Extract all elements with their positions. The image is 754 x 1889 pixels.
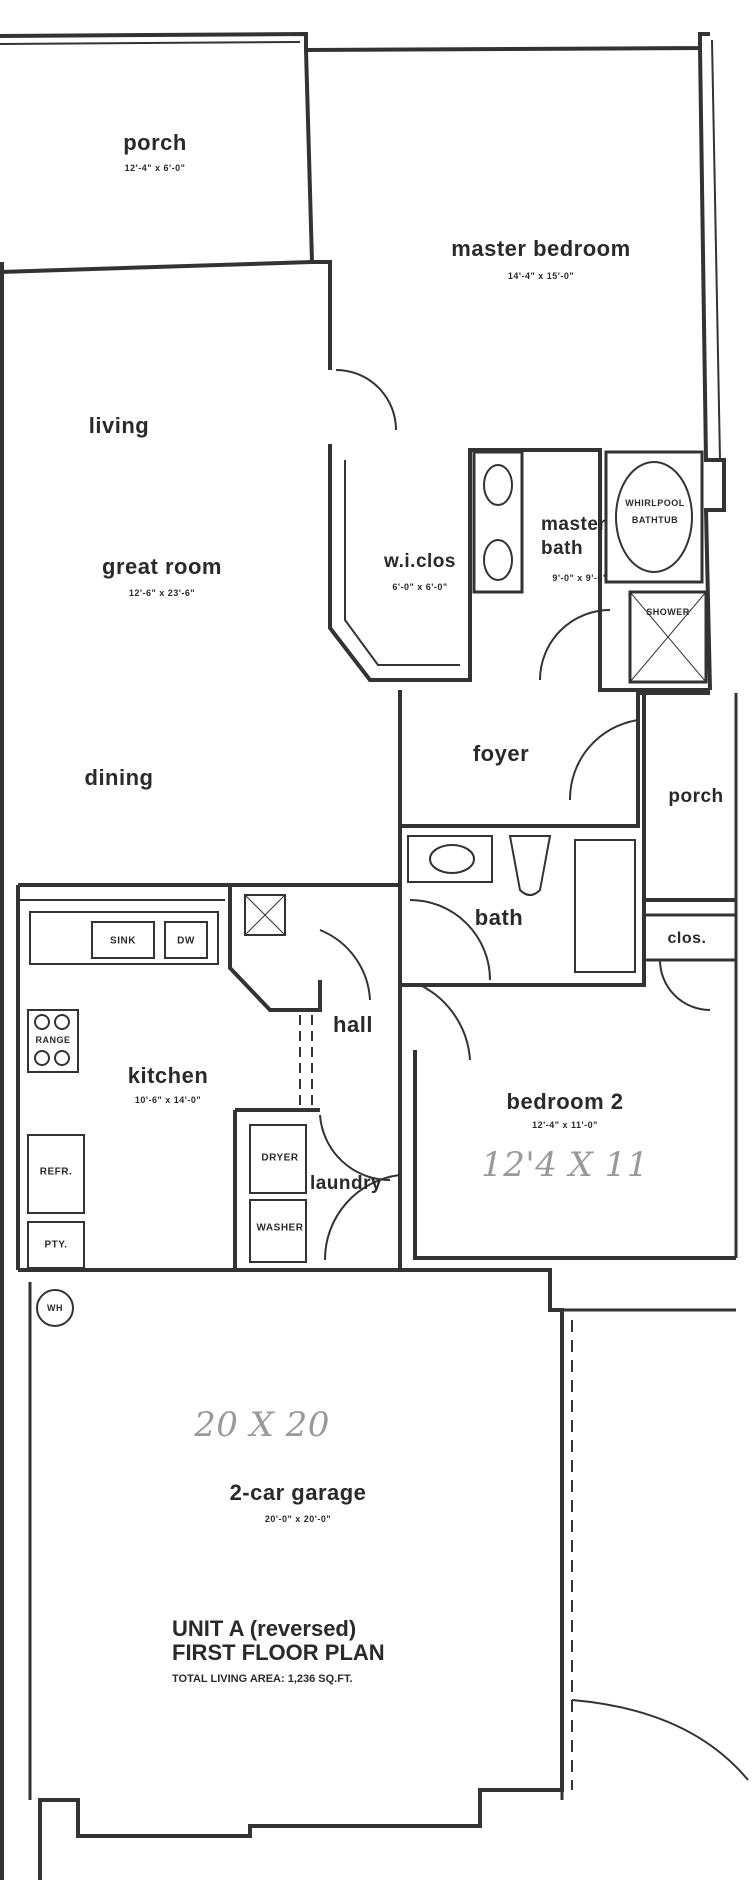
fixture-label-whirlpool: WHIRLPOOL [625, 498, 685, 508]
room-dims-walk-in-closet: 6'-0" x 6'-0" [392, 582, 448, 592]
wall-foyer [398, 690, 710, 828]
room-label-foyer: foyer [472, 741, 530, 766]
dw-box [164, 921, 208, 959]
door-swing [568, 719, 639, 801]
fixture-label-water-heater: WH [47, 1303, 63, 1313]
room-label-kitchen: kitchen [127, 1063, 209, 1088]
washer-box [249, 1199, 307, 1263]
fixture-label-dw: DW [177, 935, 195, 947]
wall-master-left [304, 49, 332, 370]
room-label-master-bedroom: master bedroom [451, 236, 631, 261]
fixture-label-bathtub: BATHTUB [631, 515, 679, 525]
fixture-label-pty: PTY. [44, 1239, 68, 1251]
door-swing [409, 899, 491, 981]
sink-box [91, 921, 155, 959]
door-swing [323, 1174, 401, 1261]
door-swing [539, 609, 611, 681]
plan-total-area: TOTAL LIVING AREA: 1,236 SQ.FT. [172, 1673, 353, 1685]
sink-icon [483, 464, 513, 506]
wall-porch-bottom [0, 260, 313, 274]
shower-stall [628, 590, 708, 684]
wall-master-right [698, 47, 726, 691]
wall-closet [328, 444, 710, 692]
dryer-box [249, 1124, 307, 1194]
fixture-label-shower: SHOWER [646, 607, 690, 617]
room-label-hall: hall [333, 1012, 373, 1037]
toilet [508, 835, 552, 896]
fixture-label-washer: WASHER [256, 1222, 304, 1234]
fixture-label-sink: SINK [110, 935, 136, 947]
room-dims-kitchen: 10'-6" x 14'-0" [134, 1095, 202, 1105]
door-swing [659, 959, 711, 1011]
handwritten-note-bedroom2: 12'4 X 11 [481, 1145, 649, 1185]
room-dims-porch: 12'-4" x 6'-0" [124, 163, 186, 173]
room-dims-bedroom-2: 12'-4" x 11'-0" [532, 1120, 598, 1130]
door-swing [335, 369, 397, 431]
door-swing [319, 1114, 391, 1182]
room-label-closet: clos. [667, 930, 707, 947]
wall-top [0, 31, 710, 53]
bathtub [574, 839, 636, 973]
room-label-bedroom-2: bedroom 2 [506, 1089, 624, 1114]
room-label-garage: 2-car garage [229, 1480, 367, 1505]
room-label-porch: porch [123, 130, 187, 155]
bath-vanity [407, 835, 493, 883]
room-label-laundry: laundry [309, 1173, 383, 1194]
room-label-great-room: great room [102, 554, 222, 579]
room-label-dining: dining [84, 765, 154, 790]
room-label-master-bath: master bath [541, 514, 607, 559]
room-dims-great-room: 12'-6" x 23'-6" [128, 588, 196, 598]
wall-garage [18, 1268, 564, 1880]
wall-top-inner [0, 41, 301, 45]
fixture-label-refr: REFR. [39, 1166, 73, 1178]
fixture-label-range: RANGE [35, 1035, 71, 1045]
sink-icon [483, 539, 513, 581]
wall-bath [398, 826, 646, 987]
room-label-bath: bath [474, 905, 524, 930]
wall-laundry [233, 1108, 320, 1270]
fixture-label-dryer: DRYER [261, 1152, 299, 1164]
room-label-living: living [88, 413, 150, 438]
whirlpool-tub [604, 450, 704, 584]
refr-box [27, 1134, 85, 1214]
plan-title-unit: UNIT A (reversed) [172, 1616, 357, 1641]
room-dims-master-bath: 9'-0" x 9'-0" [552, 573, 608, 583]
room-dims-garage: 20'-0" x 20'-0" [264, 1514, 332, 1524]
vanity [472, 450, 524, 594]
handwritten-note-garage: 20 X 20 [194, 1405, 330, 1445]
wall-hall-closet [228, 885, 322, 1012]
range-box [27, 1009, 79, 1073]
room-dims-master-bedroom: 14'-4" x 15'-0" [507, 271, 575, 281]
water-heater [36, 1289, 74, 1327]
door-swing [319, 929, 371, 1001]
room-label-porch-entry: porch [668, 786, 724, 807]
room-label-walk-in-closet: w.i.clos [384, 551, 456, 572]
plan-title-block: UNIT A (reversed) FIRST FLOOR PLAN TOTAL… [172, 1616, 385, 1686]
plan-title-floor: FIRST FLOOR PLAN [172, 1640, 385, 1665]
counter [29, 911, 219, 965]
